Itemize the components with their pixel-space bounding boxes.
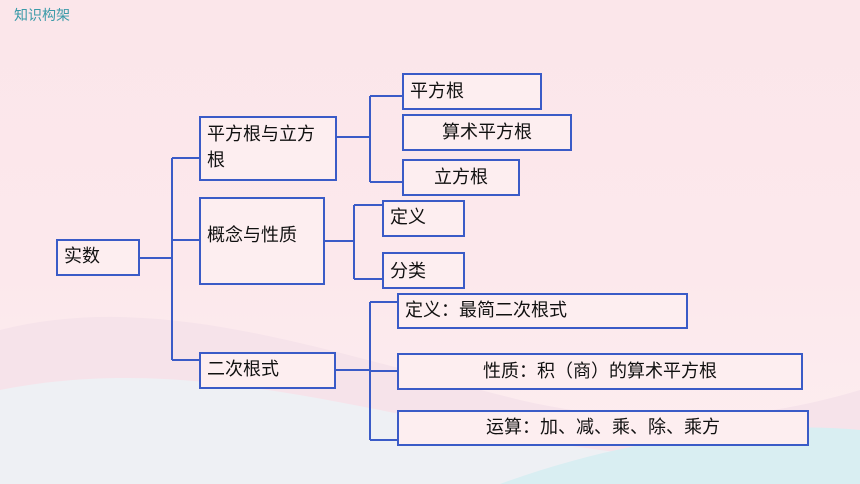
child-node-definition-simplest-radical: 定义：最简二次根式 (397, 293, 688, 329)
section-header: 知识构架 (14, 8, 70, 24)
child-node-cube-root: 立方根 (402, 159, 520, 196)
branch-node-concepts-properties: 概念与性质 (199, 197, 325, 285)
branch-node-quadratic-radicals: 二次根式 (199, 352, 336, 389)
child-node-definition: 定义 (382, 200, 465, 237)
branch-node-sqrt-cbrt: 平方根与立方根 (199, 116, 337, 181)
root-node: 实数 (56, 239, 140, 276)
child-node-operations: 运算：加、减、乘、除、乘方 (397, 410, 809, 446)
child-node-property-product-quotient: 性质：积（商）的算术平方根 (397, 353, 803, 390)
child-node-classification: 分类 (382, 252, 465, 289)
child-node-arithmetic-square-root: 算术平方根 (402, 114, 572, 151)
child-node-square-root: 平方根 (402, 73, 542, 110)
